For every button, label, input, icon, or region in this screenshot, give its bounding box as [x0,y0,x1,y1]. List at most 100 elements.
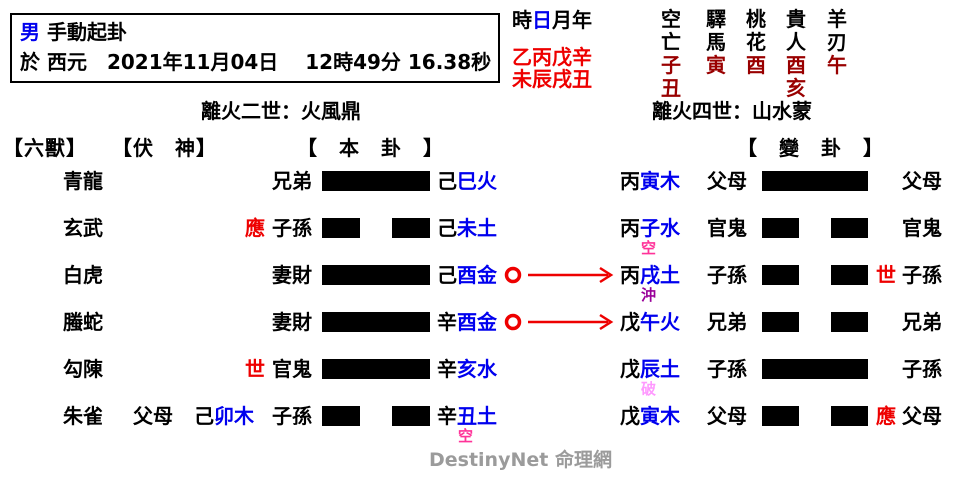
star-value [743,77,769,100]
self-respond-marker-main: 應 [245,216,265,240]
star-value: 子 [661,53,681,77]
moving-line-arrow-icon [504,266,614,284]
hexagram-line-row: 玄武 應 子孫 己未土 丙子水 空 官鬼 官鬼 [0,213,960,256]
pillar-header-hour: 時 [512,8,532,32]
changed-note: 沖 [641,286,657,304]
star-label-char: 桃 [746,7,766,31]
changed-relation-right-label: 子孫 [902,357,942,381]
main-hexagram-title: 離火二世：火風鼎 [201,99,361,123]
hexagram-line-row: 勾陳 世 官鬼 辛亥水 戊辰土 破 子孫 子孫 [0,354,960,397]
hidden-spirit-relation: 父母 [133,404,173,428]
star-columns: 空 亡 子 丑 驛 馬 寅 桃 花 酉 貴 人 酉 [0,0,960,110]
main-branch-element: 亥水 [457,357,497,381]
changed-hexagram-line-bar [762,218,868,238]
gender-label: 男 [20,20,40,44]
main-stem: 辛 [437,357,457,381]
changed-note: 空 [641,239,657,257]
pillar-header: 時日月年 [512,8,592,32]
changed-hexagram-title: 離火四世：山水蒙 [652,99,812,123]
six-beast-label: 勾陳 [63,357,103,381]
main-relation-label: 官鬼 [272,357,312,381]
changed-hexagram-line-bar [762,359,868,379]
hidden-stem: 己 [194,404,214,428]
changed-relation-label: 兄弟 [707,310,747,334]
hexagram-line-row: 青龍 兄弟 己巳火 丙寅木 父母 父母 [0,166,960,196]
main-relation-label: 妻財 [272,263,312,287]
star-column: 空 亡 子 丑 [658,8,684,100]
cast-method-label: 手動起卦 [46,20,127,44]
star-value: 寅 [706,53,726,77]
star-label-char: 馬 [706,30,726,54]
star-column: 桃 花 酉 [743,8,769,100]
main-ganzhi: 己未土 [437,213,497,243]
main-ganzhi: 己巳火 [437,166,497,196]
changed-note: 破 [641,380,657,398]
main-hexagram-line-bar [322,171,430,191]
changed-ganzhi: 丙戌土 [620,260,680,290]
self-respond-marker-changed: 世 [876,263,896,287]
main-relation-label: 子孫 [272,404,312,428]
star-label-char: 羊 [827,7,847,31]
changed-branch-element: 子水 [640,216,680,240]
main-relation-label: 妻財 [272,310,312,334]
changed-relation-right-label: 父母 [902,404,942,428]
star-value: 酉 [786,53,806,77]
changed-stem: 丙 [620,216,640,240]
self-respond-marker-main: 世 [245,357,265,381]
header-six-beasts: 【六獸】 [3,136,87,160]
hexagram-line-row: 朱雀 父母 己卯木 子孫 辛丑土 空 戊寅木 父母 應 父母 [0,401,960,444]
main-branch-element: 未土 [457,216,497,240]
star-value [824,77,850,100]
changed-hexagram-line-bar [762,312,868,332]
star-label-char: 花 [746,30,766,54]
main-branch-element: 丑土 [457,404,497,428]
six-beast-label: 螣蛇 [63,310,103,334]
changed-branch-element: 午火 [640,310,680,334]
cast-method-line: 男 手動起卦 [20,17,498,47]
main-relation-label: 兄弟 [272,169,312,193]
changed-stem: 丙 [620,263,640,287]
main-branch-element: 酉金 [457,263,497,287]
main-stem: 己 [437,169,457,193]
pillar-branches: 未辰戌丑 [512,67,592,91]
star-value: 酉 [746,53,766,77]
four-pillars: 時日月年 乙丙戊辛 未辰戌丑 [512,8,592,90]
changed-relation-label: 子孫 [707,263,747,287]
changed-ganzhi: 戊寅木 [620,401,680,431]
changed-branch-element: 戌土 [640,263,680,287]
hexagram-line-row: 白虎 妻財 己酉金 丙戌土 沖 子孫 世 子孫 [0,260,960,303]
moving-line-arrow-icon [504,313,614,331]
changed-relation-label: 子孫 [707,357,747,381]
main-stem: 辛 [437,310,457,334]
changed-hexagram-line-bar [762,406,868,426]
header-changed-gua: 【 變 卦 】 [737,136,884,160]
cast-info-box: 男 手動起卦 於 西元 2021年11月04日 12時49分 16.38秒 [10,13,500,83]
changed-hexagram-line-bar [762,171,868,191]
self-respond-marker-changed: 應 [876,404,896,428]
star-value: 丑 [661,76,681,100]
star-label-char: 亡 [661,30,681,54]
changed-stem: 戊 [620,404,640,428]
header-hidden-spirit: 【伏 神】 [112,136,217,160]
changed-branch-element: 寅木 [640,169,680,193]
six-beast-label: 朱雀 [63,404,103,428]
main-hexagram-line-bar [322,359,430,379]
six-beast-label: 玄武 [63,216,103,240]
star-value: 亥 [786,76,806,100]
changed-ganzhi: 戊辰土 [620,354,680,384]
changed-relation-right-label: 子孫 [902,263,942,287]
main-ganzhi: 辛酉金 [437,307,497,337]
main-ganzhi: 己酉金 [437,260,497,290]
changed-branch-element: 寅木 [640,404,680,428]
main-ganzhi: 辛亥水 [437,354,497,384]
star-label-char: 人 [786,30,806,54]
star-label-char: 貴 [786,7,806,31]
main-relation-label: 子孫 [272,216,312,240]
main-branch-element: 巳火 [457,169,497,193]
header-main-gua: 【 本 卦 】 [297,136,444,160]
changed-relation-right-label: 官鬼 [902,216,942,240]
hidden-branch-element: 卯木 [214,404,254,428]
changed-stem: 戊 [620,310,640,334]
changed-ganzhi: 丙子水 [620,213,680,243]
